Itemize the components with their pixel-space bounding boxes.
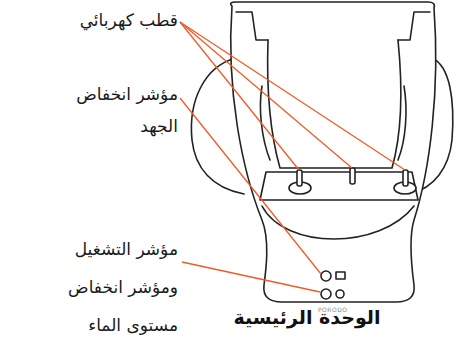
leader-line [180, 22, 405, 170]
leader-line [180, 22, 299, 170]
electrode-pin [403, 170, 408, 186]
part-label: قطب كهربائي [0, 8, 178, 32]
inner-right-edge [398, 86, 406, 160]
front-curve [262, 206, 414, 239]
power-indicator [321, 289, 331, 299]
leader-line [182, 262, 320, 292]
contact-bar [260, 172, 418, 200]
leader-line [180, 98, 321, 274]
electrode-pin [350, 168, 355, 184]
part-label: مؤشر انخفاض الجهد [43, 78, 178, 142]
rim-right [398, 12, 430, 40]
inner-cradle [268, 40, 401, 168]
caption: الوحدة الرئيسية [222, 306, 392, 328]
electrode-pin [297, 170, 302, 186]
battery-icon [336, 272, 345, 279]
leader-line [180, 22, 352, 168]
rim-left [236, 12, 268, 40]
part-label: مؤشر التشغيل ومؤشر انخفاض مستوى الماء [23, 230, 178, 342]
voltage-indicator [321, 271, 331, 281]
power-icon [336, 290, 344, 298]
